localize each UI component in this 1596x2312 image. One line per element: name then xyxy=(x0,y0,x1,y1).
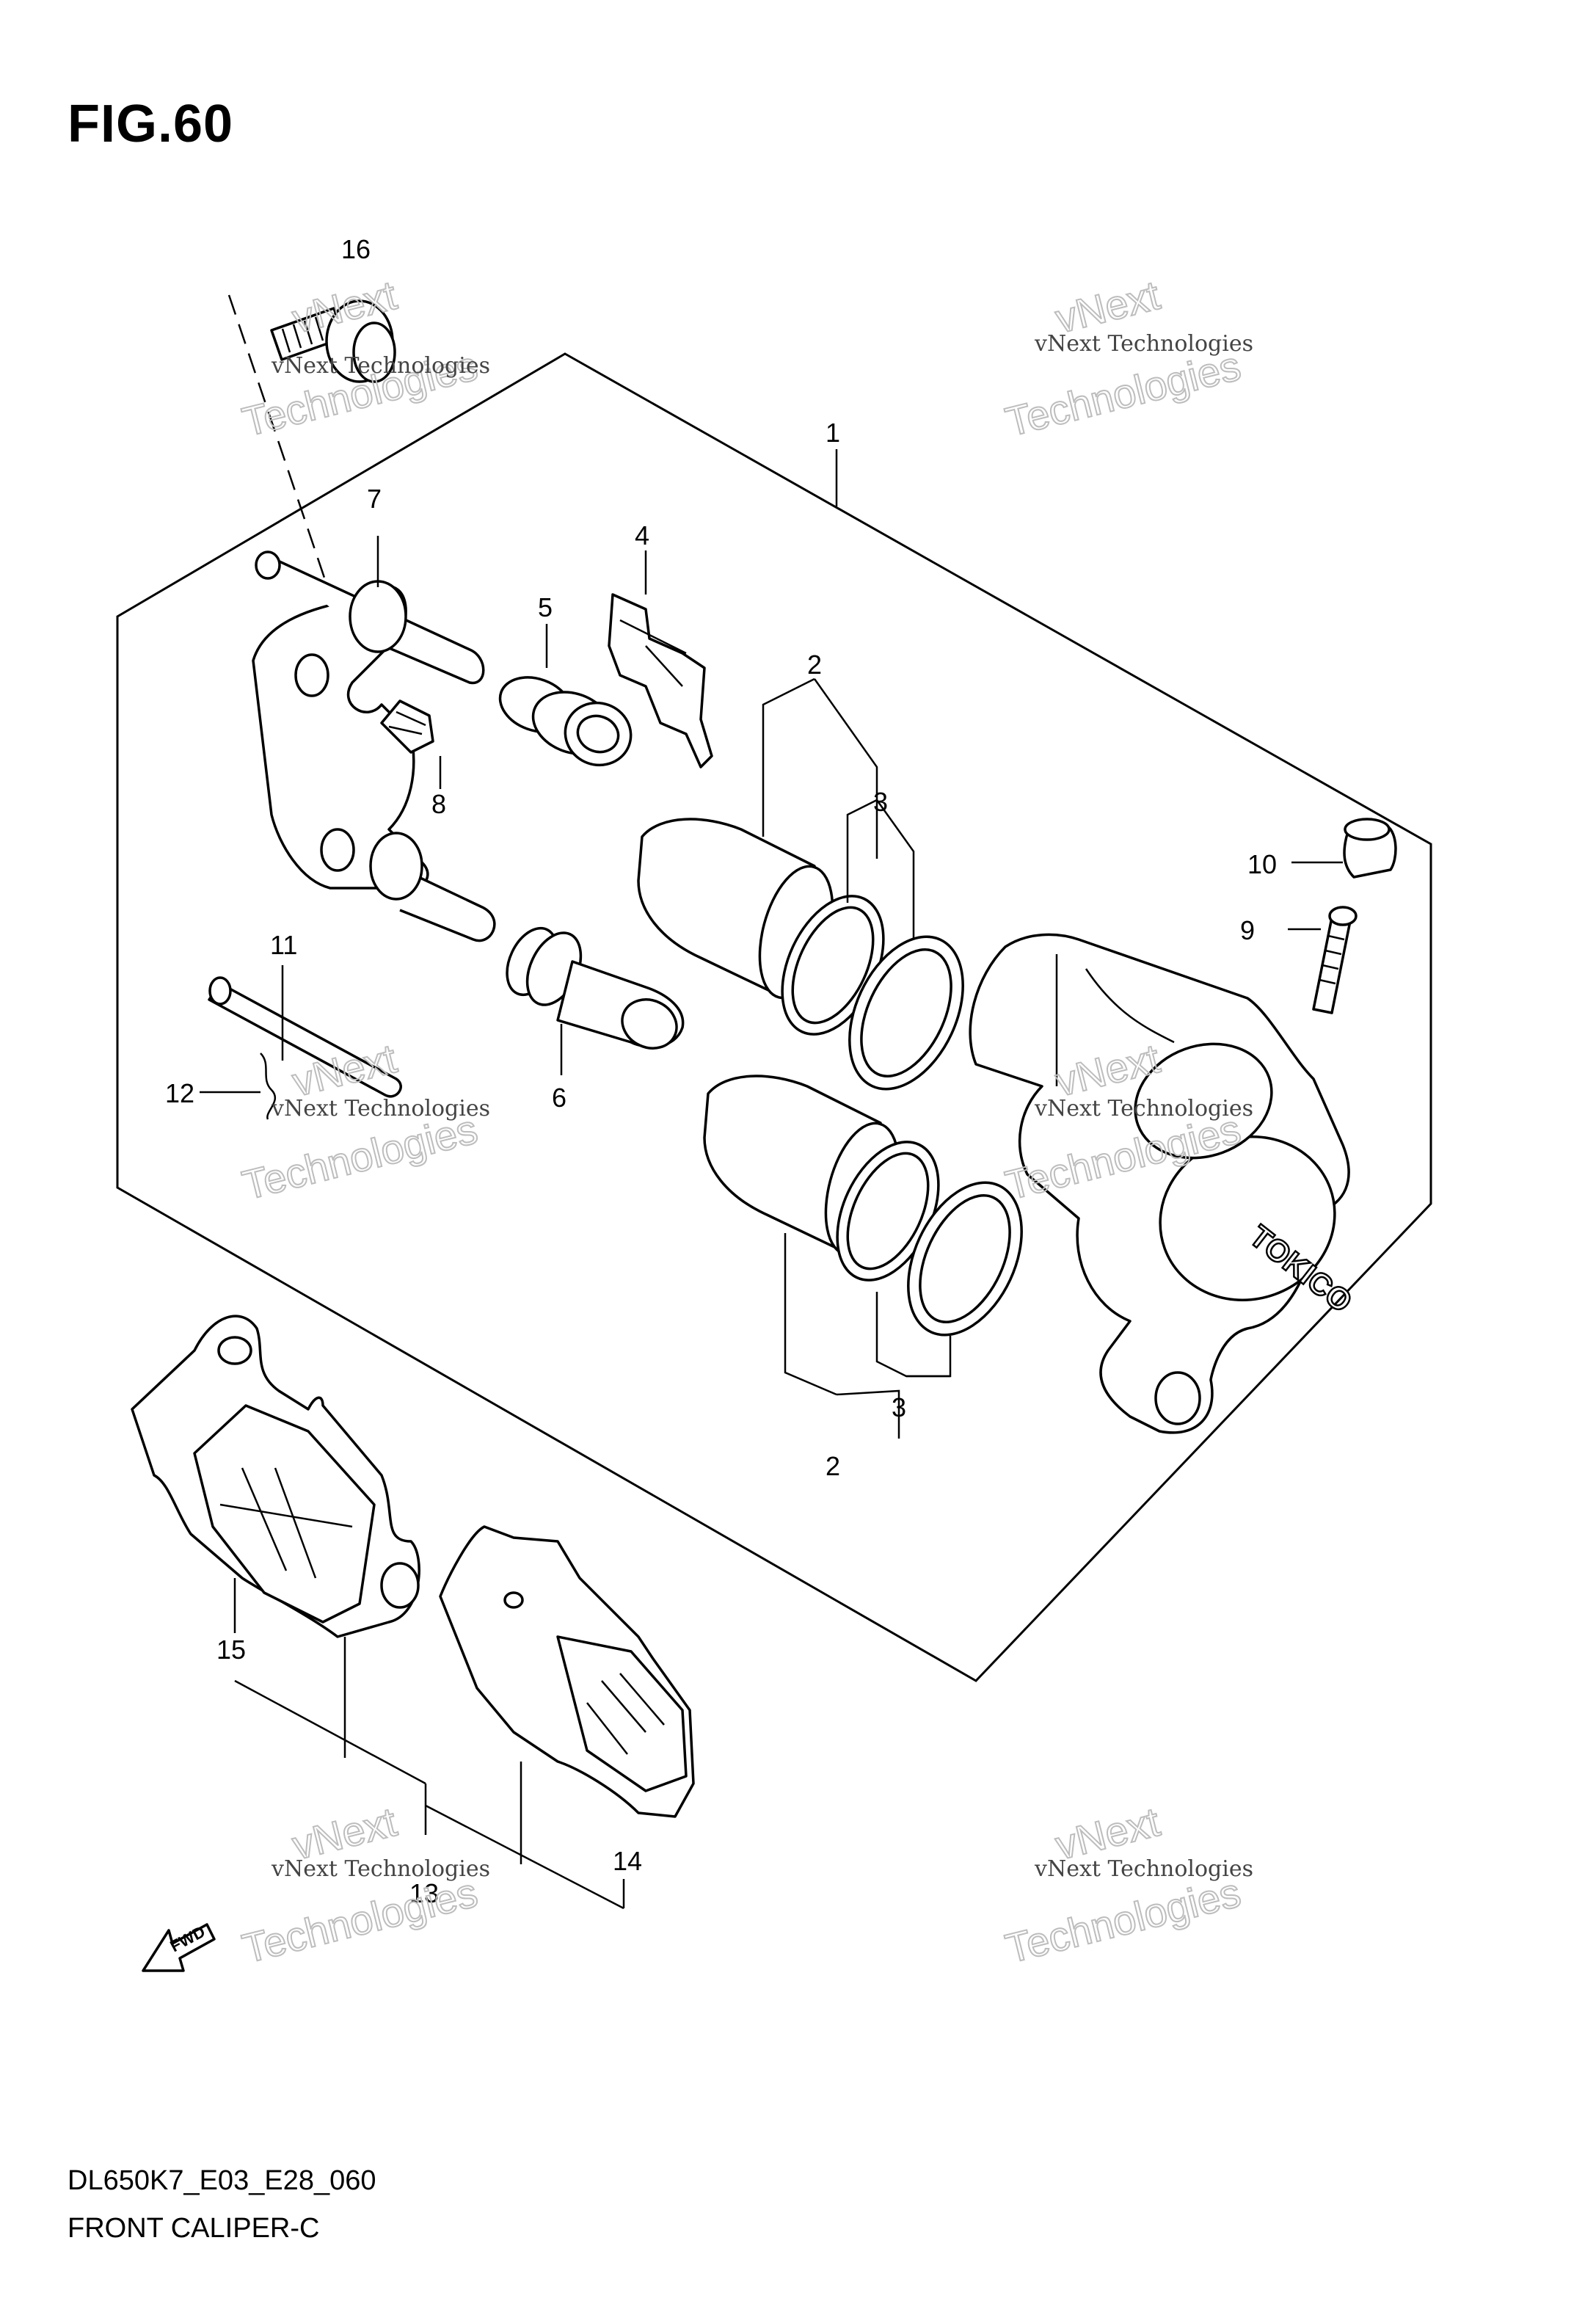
callout-7: 7 xyxy=(367,484,382,514)
part-9-bleeder xyxy=(1312,906,1358,1014)
callout-3-upper: 3 xyxy=(873,787,888,817)
callout-2-upper: 2 xyxy=(807,650,822,680)
watermark-text-top-right: vNext Technologies xyxy=(1034,331,1253,357)
part-11-pin xyxy=(208,976,402,1098)
callout-2-lower: 2 xyxy=(826,1451,840,1481)
watermark-text-mid-right: vNext Technologies xyxy=(1034,1096,1253,1122)
watermark-text-bottom-left: vNext Technologies xyxy=(271,1856,490,1882)
part-6-pin-boot xyxy=(506,926,685,1050)
part-16-bolt xyxy=(227,294,396,639)
callout-10: 10 xyxy=(1247,849,1277,879)
part-7-bracket xyxy=(252,550,496,942)
callout-13: 13 xyxy=(409,1878,439,1908)
svg-text:Technologies: Technologies xyxy=(1001,342,1245,445)
watermark-text-bottom-right: vNext Technologies xyxy=(1034,1856,1253,1882)
part-10-cap xyxy=(1343,818,1397,879)
callout-9: 9 xyxy=(1240,915,1255,945)
callout-4: 4 xyxy=(635,520,649,550)
model-code: DL650K7_E03_E28_060 xyxy=(68,2165,376,2196)
callout-labels: 1 2 3 3 2 4 5 6 7 8 9 10 11 12 13 14 15 … xyxy=(165,234,1277,1908)
part-8-clip xyxy=(380,699,434,754)
caliper-body: TOKICO xyxy=(969,933,1360,1434)
callout-8: 8 xyxy=(431,789,446,819)
fwd-arrow: FWD xyxy=(142,1922,216,1972)
leader-lines xyxy=(200,449,1343,1910)
callout-6: 6 xyxy=(552,1083,566,1113)
assembly-boundary xyxy=(116,352,1432,1682)
svg-text:Technologies: Technologies xyxy=(1001,1869,1245,1971)
part-12-clip xyxy=(260,1053,277,1120)
diagram-name: FRONT CALIPER-C xyxy=(68,2213,320,2244)
callout-15: 15 xyxy=(216,1635,246,1665)
figure-title: FIG.60 xyxy=(68,95,234,153)
callout-1: 1 xyxy=(826,418,840,448)
part-3-seal-upper-2 xyxy=(848,935,964,1091)
callout-5: 5 xyxy=(538,592,553,622)
callout-14: 14 xyxy=(613,1846,642,1876)
svg-text:Technologies: Technologies xyxy=(238,1869,481,1971)
callout-11: 11 xyxy=(270,930,297,960)
part-15-pad-shim xyxy=(131,1315,420,1638)
callout-12: 12 xyxy=(165,1078,194,1108)
part-14-pad xyxy=(439,1525,695,1818)
part-3-seal-lower-1 xyxy=(836,1141,940,1282)
part-4-spring xyxy=(608,593,713,768)
part-3-seal-lower-2 xyxy=(907,1181,1023,1337)
watermark-text-mid-left: vNext Technologies xyxy=(271,1096,490,1122)
watermark-text-top-left: vNext Technologies xyxy=(271,353,490,379)
callout-3-lower: 3 xyxy=(892,1392,906,1422)
callout-16: 16 xyxy=(341,234,371,264)
part-5-boot xyxy=(498,676,633,767)
